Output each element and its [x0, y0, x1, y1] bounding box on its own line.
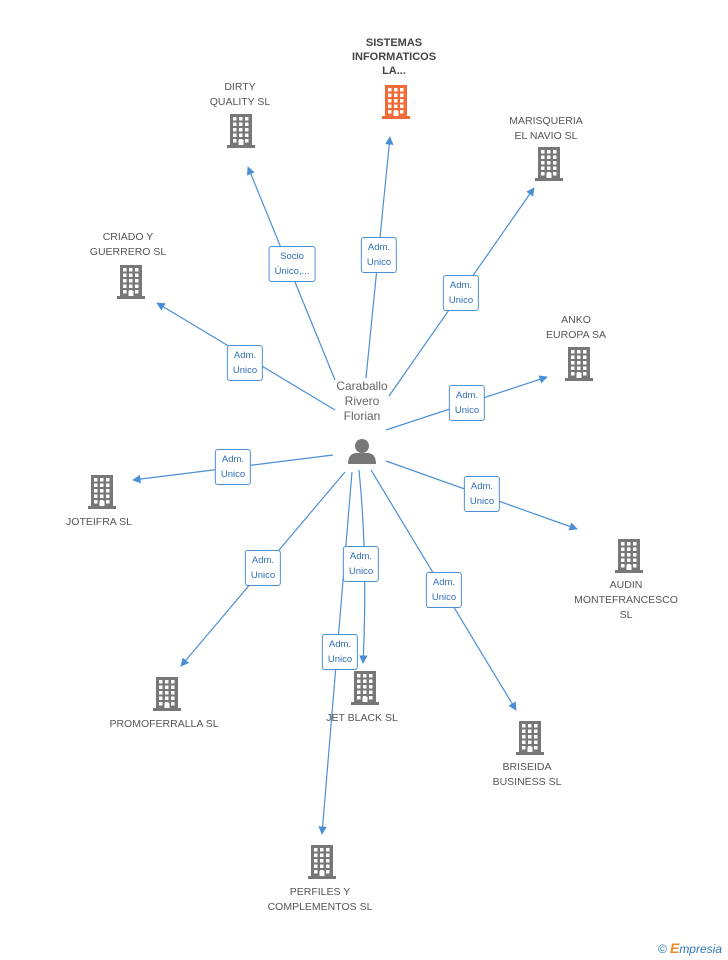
building-icon-sistemas[interactable] — [382, 85, 410, 119]
company-label-joteifra[interactable]: JOTEIFRA SL — [66, 516, 132, 528]
role-badge-dirty: Socio Único,... — [268, 246, 316, 282]
company-label-anko[interactable]: ANKO EUROPA SA — [546, 314, 606, 341]
company-label-criado[interactable]: CRIADO Y GUERRERO SL — [89, 231, 167, 258]
company-label-perfiles[interactable]: PERFILES Y COMPLEMENTOS SL — [267, 886, 373, 913]
building-icon-perfiles[interactable] — [308, 845, 336, 879]
company-label-promoferralla[interactable]: PROMOFERRALLA SL — [109, 718, 219, 730]
person-icon[interactable] — [348, 439, 376, 464]
role-badge-joteifra: Adm. Unico — [214, 449, 252, 485]
company-label-audin[interactable]: AUDIN MONTEFRANCESCO SL — [574, 579, 678, 621]
role-badge-marisqueria: Adm. Unico — [442, 275, 480, 311]
role-badge-promoferralla: Adm. Unico — [244, 550, 282, 586]
building-icon-jetblack[interactable] — [351, 671, 379, 705]
empresia-logo[interactable]: ©Empresia — [658, 940, 722, 956]
role-badge-anko: Adm. Unico — [448, 385, 486, 421]
building-icon-briseida[interactable] — [516, 721, 544, 755]
role-badge-audin: Adm. Unico — [463, 476, 501, 512]
building-icon-joteifra[interactable] — [88, 475, 116, 509]
building-icon-anko[interactable] — [565, 347, 593, 381]
role-badge-jetblack: Adm. Unico — [342, 546, 380, 582]
role-badge-briseida: Adm. Unico — [425, 572, 463, 608]
company-label-marisqueria[interactable]: MARISQUERIA EL NAVIO SL — [509, 115, 583, 142]
building-icon-promoferralla[interactable] — [153, 677, 181, 711]
building-icon-criado[interactable] — [117, 265, 145, 299]
role-badge-perfiles: Adm. Unico — [321, 634, 359, 670]
role-badge-criado: Adm. Unico — [226, 345, 264, 381]
company-label-jetblack[interactable]: JET BLACK SL — [326, 712, 398, 724]
building-icon-dirty[interactable] — [227, 114, 255, 148]
building-icon-audin[interactable] — [615, 539, 643, 573]
role-badge-sistemas: Adm. Unico — [360, 237, 398, 273]
building-icon-marisqueria[interactable] — [535, 147, 563, 181]
company-label-briseida[interactable]: BRISEIDA BUSINESS SL — [492, 761, 562, 788]
company-label-sistemas[interactable]: SISTEMAS INFORMATICOS LA... — [351, 37, 437, 77]
company-label-dirty[interactable]: DIRTY QUALITY SL — [209, 81, 271, 108]
person-name-label[interactable]: Caraballo Rivero Florian — [336, 379, 388, 423]
copyright-icon: © — [658, 942, 667, 956]
